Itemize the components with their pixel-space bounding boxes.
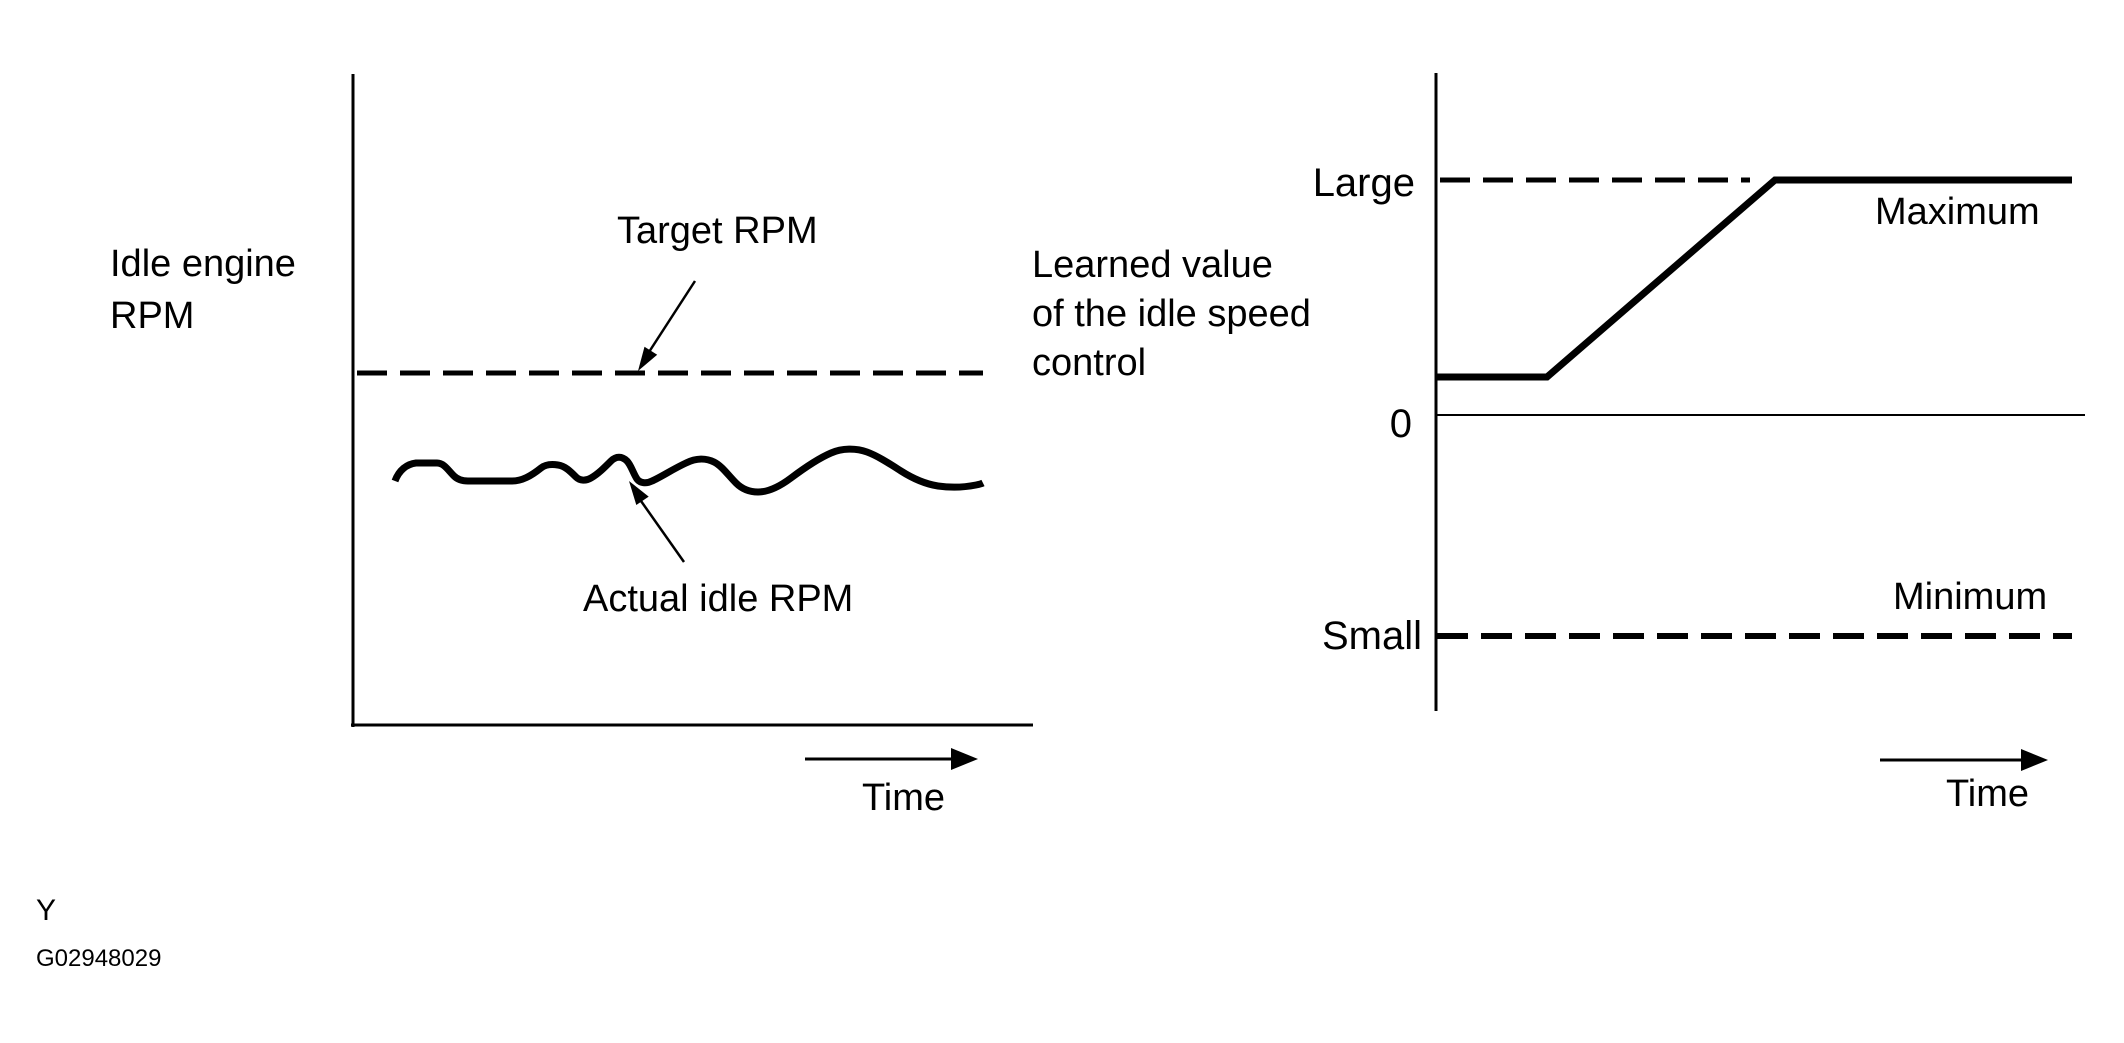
maximum-label: Maximum: [1875, 191, 2040, 233]
figure-code: G02948029: [36, 945, 162, 972]
right-time-arrowhead: [2021, 749, 2048, 771]
small-label: Small: [1321, 614, 1422, 658]
left-time-arrowhead: [951, 748, 978, 770]
large-label: Large: [1312, 161, 1415, 205]
zero-label: 0: [1389, 402, 1412, 446]
actual-rpm-label: Actual idle RPM: [583, 578, 854, 620]
learned-value-line: [1437, 176, 2072, 381]
actual-rpm-pointer-line: [639, 500, 686, 563]
figure-key: Y: [36, 894, 57, 927]
target-rpm-pointer-arrowhead: [638, 346, 658, 371]
right-y-axis-label-line3: control: [1032, 342, 1147, 384]
right-y-axis-label-line1: Learned value: [1032, 244, 1273, 286]
left-y-axis-label-line2: RPM: [110, 295, 195, 337]
left-time-label: Time: [862, 777, 946, 819]
target-rpm-label: Target RPM: [617, 210, 818, 252]
actual-rpm-wavy-line: [391, 445, 985, 496]
left-y-axis-label-line1: Idle engine: [110, 243, 296, 285]
minimum-label: Minimum: [1893, 576, 2048, 618]
actual-rpm-pointer-arrowhead: [629, 481, 649, 505]
left-y-axis-label: Idle engine RPM: [110, 238, 296, 342]
target-rpm-pointer-line: [647, 280, 697, 353]
right-y-axis-label: Learned value of the idle speed control: [1032, 241, 1311, 388]
right-time-label: Time: [1946, 773, 2030, 815]
right-y-axis-label-line2: of the idle speed: [1032, 293, 1311, 335]
